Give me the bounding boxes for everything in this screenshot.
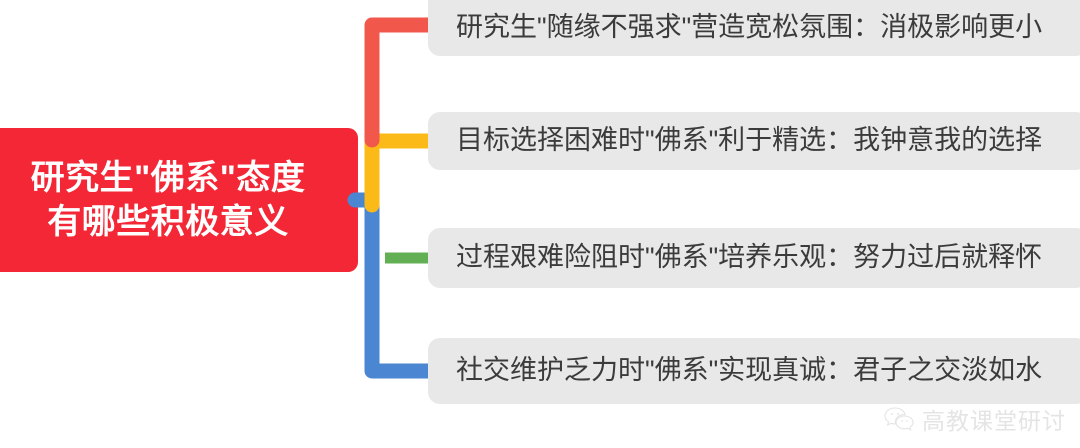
watermark-text: 高教课堂研讨 bbox=[922, 408, 1066, 434]
connector-line-2 bbox=[364, 133, 436, 213]
branch-label-3: 过程艰难险阻时"佛系"培养乐观：努力过后就释怀 bbox=[456, 242, 1043, 273]
branch-label-4: 社交维护乏力时"佛系"实现真诚：君子之交淡如水 bbox=[456, 355, 1043, 386]
branch-node-1[interactable]: 研究生"随缘不强求"营造宽松氛围：消极影响更小 bbox=[428, 0, 1080, 56]
branch-label-1: 研究生"随缘不强求"营造宽松氛围：消极影响更小 bbox=[456, 12, 1043, 43]
branch-label-2: 目标选择困难时"佛系"利于精选：我钟意我的选择 bbox=[456, 125, 1043, 156]
root-node-line-2: 有哪些积极意义 bbox=[47, 203, 289, 241]
wechat-icon bbox=[884, 407, 914, 431]
root-node[interactable]: 研究生"佛系"态度 有哪些积极意义 bbox=[0, 128, 358, 272]
branch-node-3[interactable]: 过程艰难险阻时"佛系"培养乐观：努力过后就释怀 bbox=[428, 228, 1080, 288]
connector-line-4 bbox=[347, 192, 436, 379]
root-node-line-1: 研究生"佛系"态度 bbox=[30, 158, 306, 197]
branch-node-4[interactable]: 社交维护乏力时"佛系"实现真诚：君子之交淡如水 bbox=[428, 338, 1080, 404]
branch-node-2[interactable]: 目标选择困难时"佛系"利于精选：我钟意我的选择 bbox=[428, 112, 1080, 170]
connector-line-1 bbox=[364, 17, 436, 148]
watermark: 高教课堂研讨 bbox=[884, 402, 1066, 436]
